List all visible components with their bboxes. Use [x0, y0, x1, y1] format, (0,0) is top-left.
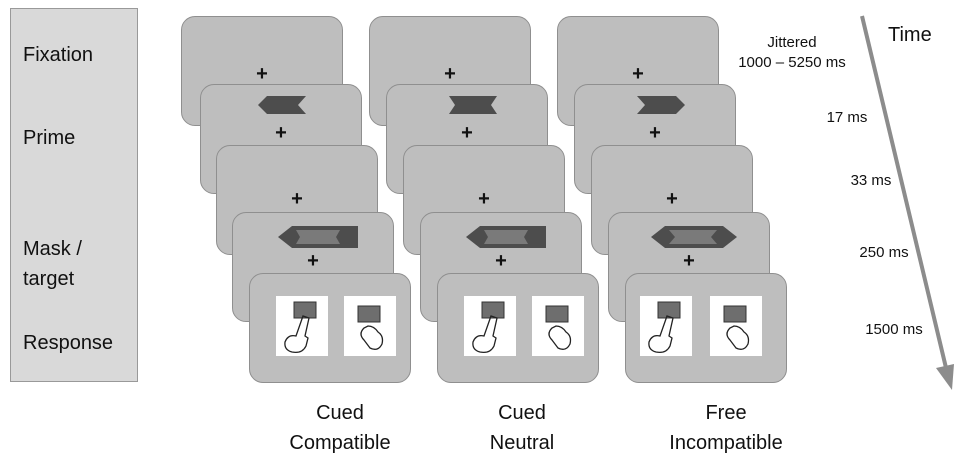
- condition-line2: Incompatible: [669, 432, 783, 454]
- resting-hand-icon: [723, 305, 750, 350]
- phase-label-target: target: [23, 268, 75, 290]
- condition-line1: Cued: [498, 402, 546, 424]
- pointing-hand-icon: [648, 301, 681, 354]
- condition-line1: Free: [705, 402, 747, 424]
- condition-free-incompatible: Free Incompatible: [641, 398, 811, 458]
- left-target-arrow-icon: [466, 226, 546, 248]
- right-response-card: [710, 296, 762, 356]
- condition-cued-neutral: Cued Neutral: [437, 398, 607, 458]
- fixation-cross: +: [275, 122, 287, 144]
- pointing-hand-icon: [284, 301, 317, 354]
- phase-label-prime: Prime: [23, 127, 76, 149]
- phase-panel: Fixation Prime Mask / target Response: [10, 8, 138, 382]
- phase-label-fixation: Fixation: [23, 44, 94, 66]
- timing-prime: 17 ms: [826, 109, 868, 126]
- fixation-cross: +: [683, 250, 695, 272]
- screen-response-2: [437, 273, 599, 383]
- timing-mask: 250 ms: [859, 244, 909, 261]
- double-target-arrow-icon: [651, 226, 737, 248]
- fixation-cross: +: [649, 122, 661, 144]
- phase-label-mask: Mask /: [23, 238, 82, 260]
- fixation-cross: +: [291, 188, 303, 210]
- resting-hand-icon: [545, 305, 572, 350]
- screen-response-1: [249, 273, 411, 383]
- right-response-card: [532, 296, 584, 356]
- left-response-card: [640, 296, 692, 356]
- time-label: Time: [888, 24, 932, 46]
- timing-blank: 33 ms: [850, 172, 892, 189]
- timing-response: 1500 ms: [865, 321, 923, 338]
- condition-line2: Compatible: [289, 432, 391, 454]
- right-prime-arrow-icon: [637, 96, 685, 114]
- condition-cued-compatible: Cued Compatible: [255, 398, 425, 458]
- fixation-cross: +: [478, 188, 490, 210]
- fixation-cross: +: [256, 63, 268, 85]
- phase-label-response: Response: [23, 332, 114, 354]
- fixation-cross: +: [461, 122, 473, 144]
- fixation-cross: +: [307, 250, 319, 272]
- pointing-hand-icon: [472, 301, 505, 354]
- fixation-cross: +: [444, 63, 456, 85]
- fixation-cross: +: [495, 250, 507, 272]
- right-response-card: [344, 296, 396, 356]
- condition-line1: Cued: [316, 402, 364, 424]
- fixation-cross: +: [666, 188, 678, 210]
- condition-line2: Neutral: [489, 432, 555, 454]
- timing-fixation-line2: 1000 – 5250 ms: [738, 54, 846, 71]
- left-response-card: [276, 296, 328, 356]
- timing-fixation-line1: Jittered: [767, 34, 817, 51]
- neutral-prime-icon: [449, 96, 497, 114]
- screen-response-3: [625, 273, 787, 383]
- fixation-cross: +: [632, 63, 644, 85]
- resting-hand-icon: [357, 305, 384, 350]
- left-target-arrow-icon: [278, 226, 358, 248]
- left-response-card: [464, 296, 516, 356]
- left-prime-arrow-icon: [258, 96, 306, 114]
